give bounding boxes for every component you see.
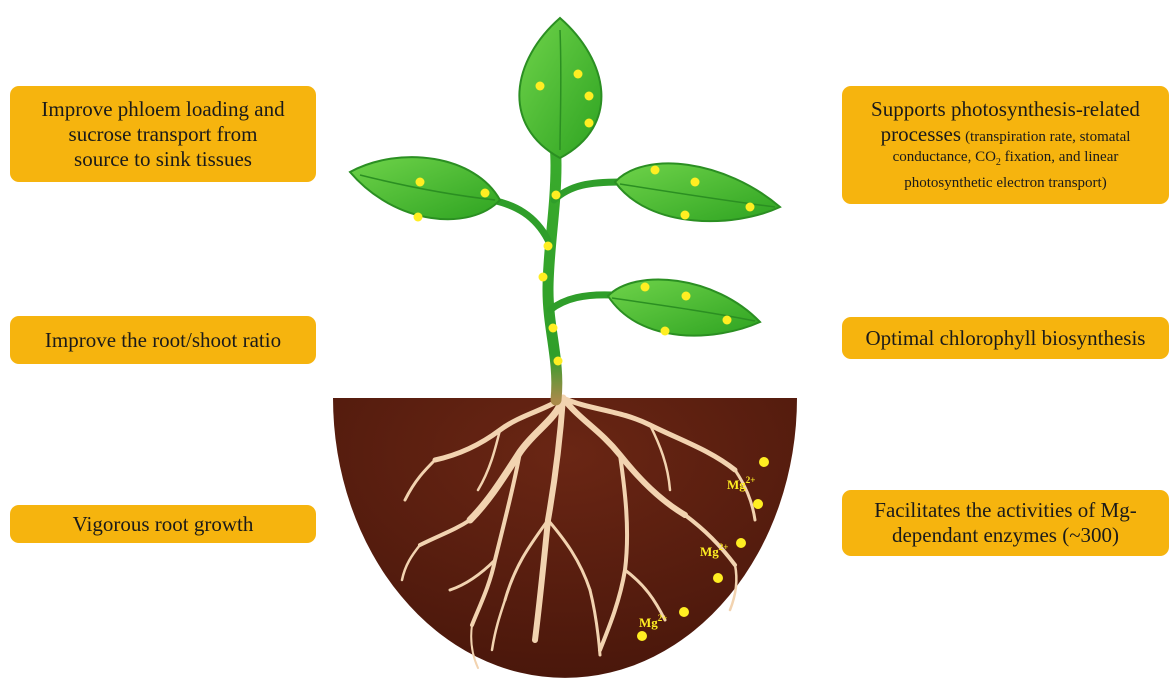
leaf-right-upper [615,163,780,221]
branch-right-lower [550,295,612,310]
leaf-right-lower [608,280,760,336]
branch-left [492,200,548,240]
leaf-left [350,157,500,219]
branch-right-upper [554,182,620,200]
soil-mound [333,398,797,678]
